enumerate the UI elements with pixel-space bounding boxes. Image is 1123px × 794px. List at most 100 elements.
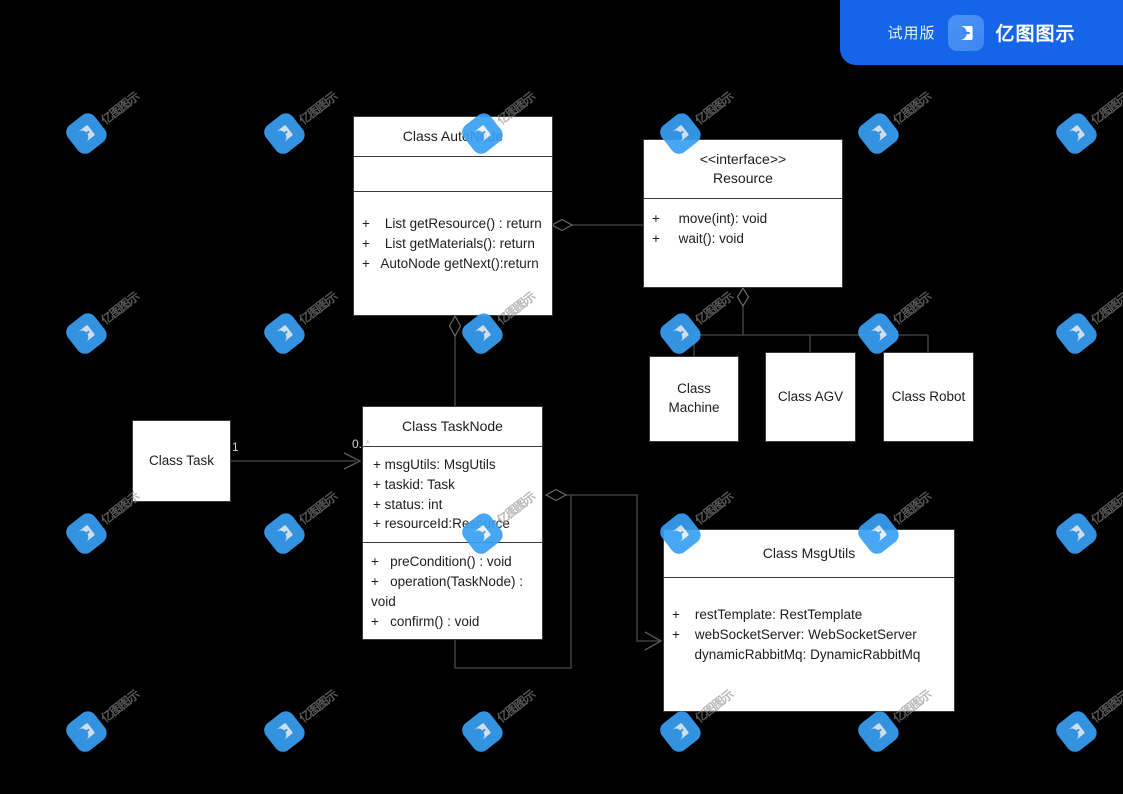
attribute-row: + taskid: Task — [373, 476, 455, 492]
class-box-msgutils[interactable]: Class MsgUtils + restTemplate: RestTempl… — [663, 529, 955, 712]
class-title-msgutils: Class MsgUtils — [762, 545, 856, 561]
watermark-text: 亿图图示 — [1088, 289, 1123, 328]
watermark-text: 亿图图示 — [296, 687, 340, 726]
method-row: + operation(TaskNode) : void — [371, 574, 527, 609]
watermark-tile: 亿图图示 — [1051, 64, 1123, 160]
watermark-text: 亿图图示 — [890, 489, 934, 528]
watermark-text: 亿图图示 — [98, 687, 142, 726]
class-title-autonode: Class AutoNode — [402, 128, 504, 144]
class-box-task[interactable]: Class Task — [132, 420, 231, 502]
edraw-watermark-icon — [458, 309, 507, 358]
class-box-robot[interactable]: Class Robot — [883, 352, 974, 442]
edraw-watermark-icon — [260, 109, 309, 158]
watermark-tile: 亿图图示 — [457, 662, 564, 758]
edraw-watermark-icon — [854, 109, 903, 158]
edraw-watermark-icon — [260, 309, 309, 358]
attributes-tasknode: + msgUtils: MsgUtils + taskid: Task + st… — [363, 447, 542, 542]
class-title-machine: Class Machine — [668, 381, 720, 415]
edraw-watermark-icon — [1052, 707, 1101, 756]
edraw-watermark-icon — [1052, 309, 1101, 358]
arrowhead-task-tasknode — [343, 452, 362, 470]
attribute-row: + webSocketServer: WebSocketServer — [672, 626, 917, 642]
attribute-row: + restTemplate: RestTemplate — [672, 606, 863, 622]
divider — [664, 576, 954, 578]
attribute-row: + status: int — [373, 496, 443, 512]
interface-name-resource: Resource — [713, 169, 773, 186]
brand-name: 亿图图示 — [995, 24, 1076, 45]
class-title-robot: Class Robot — [891, 388, 966, 404]
watermark-tile: 亿图图示 — [61, 264, 168, 360]
class-title-task: Class Task — [148, 452, 215, 468]
edraw-watermark-icon — [260, 509, 309, 558]
watermark-text: 亿图图示 — [1088, 687, 1123, 726]
method-row: + wait(): void — [652, 230, 744, 246]
class-title-resource: <<interface>> Resource — [644, 140, 842, 198]
aggregation-diamond-autonode-resource — [550, 218, 574, 232]
divider — [644, 197, 842, 199]
watermark-text: 亿图图示 — [296, 489, 340, 528]
class-title-tasknode: Class TaskNode — [402, 418, 503, 434]
watermark-tile: 亿图图示 — [1051, 264, 1123, 360]
class-box-resource[interactable]: <<interface>> Resource + move(int): void… — [643, 139, 843, 288]
stereotype-resource: <<interface>> — [699, 151, 787, 167]
method-row: + AutoNode getNext():return — [362, 255, 539, 271]
method-row: + List getResource() : return — [362, 215, 542, 231]
multiplicity-task-side: 1 — [232, 440, 239, 454]
edraw-watermark-icon — [62, 707, 111, 756]
watermark-tile: 亿图图示 — [1051, 464, 1123, 560]
watermark-text: 亿图图示 — [494, 687, 538, 726]
aggregation-diamond-autonode-tasknode — [448, 314, 462, 338]
watermark-text: 亿图图示 — [1088, 489, 1123, 528]
edraw-watermark-icon — [854, 309, 903, 358]
watermark-text: 亿图图示 — [296, 89, 340, 128]
watermark-text: 亿图图示 — [692, 89, 736, 128]
watermark-text: 亿图图示 — [692, 289, 736, 328]
edge-tasknode-msgutils — [566, 494, 659, 642]
method-row: + List getMaterials(): return — [362, 235, 535, 251]
watermark-tile: 亿图图示 — [853, 64, 960, 160]
class-box-agv[interactable]: Class AGV — [765, 352, 856, 442]
class-box-autonode[interactable]: Class AutoNode + List getResource() : re… — [353, 116, 553, 316]
method-row: + move(int): void — [652, 210, 768, 226]
watermark-tile: 亿图图示 — [259, 662, 366, 758]
aggregation-diamond-resource-subclasses — [736, 286, 750, 308]
trial-label: 试用版 — [887, 25, 936, 42]
watermark-tile: 亿图图示 — [853, 264, 960, 360]
class-box-tasknode[interactable]: Class TaskNode + msgUtils: MsgUtils + ta… — [362, 406, 543, 640]
watermark-tile: 亿图图示 — [1051, 662, 1123, 758]
trial-banner: 试用版 亿图图示 — [840, 0, 1123, 65]
methods-resource: + move(int): void + wait(): void — [644, 199, 842, 259]
edraw-watermark-icon — [62, 109, 111, 158]
edraw-watermark-icon — [854, 707, 903, 756]
watermark-tile: 亿图图示 — [259, 264, 366, 360]
arrowhead-tasknode-msgutils — [644, 631, 663, 651]
watermark-tile: 亿图图示 — [61, 64, 168, 160]
divider — [354, 155, 552, 157]
watermark-text: 亿图图示 — [890, 289, 934, 328]
divider — [363, 445, 542, 447]
watermark-tile: 亿图图示 — [259, 464, 366, 560]
edraw-watermark-icon — [1052, 509, 1101, 558]
watermark-text: 亿图图示 — [296, 289, 340, 328]
method-row: + preCondition() : void — [371, 554, 512, 570]
attribute-row: dynamicRabbitMq: DynamicRabbitMq — [672, 646, 921, 662]
attribute-row: + resourceId:Resource — [373, 516, 510, 532]
methods-autonode: + List getResource() : return + List get… — [354, 192, 552, 284]
method-row: + confirm() : void — [371, 613, 480, 629]
edraw-watermark-icon — [656, 707, 705, 756]
edraw-watermark-icon — [260, 707, 309, 756]
watermark-text: 亿图图示 — [890, 89, 934, 128]
attributes-autonode — [354, 157, 552, 191]
edraw-watermark-icon — [1052, 109, 1101, 158]
edraw-logo-icon — [947, 14, 984, 51]
class-title-agv: Class AGV — [777, 388, 844, 404]
divider — [363, 542, 542, 544]
edraw-watermark-icon — [62, 509, 111, 558]
attribute-row: + msgUtils: MsgUtils — [373, 456, 496, 472]
watermark-text: 亿图图示 — [98, 89, 142, 128]
watermark-text: 亿图图示 — [98, 289, 142, 328]
watermark-text: 亿图图示 — [1088, 89, 1123, 128]
edraw-watermark-icon — [458, 707, 507, 756]
aggregation-diamond-tasknode-msgutils — [544, 488, 568, 502]
class-box-machine[interactable]: Class Machine — [649, 356, 739, 442]
